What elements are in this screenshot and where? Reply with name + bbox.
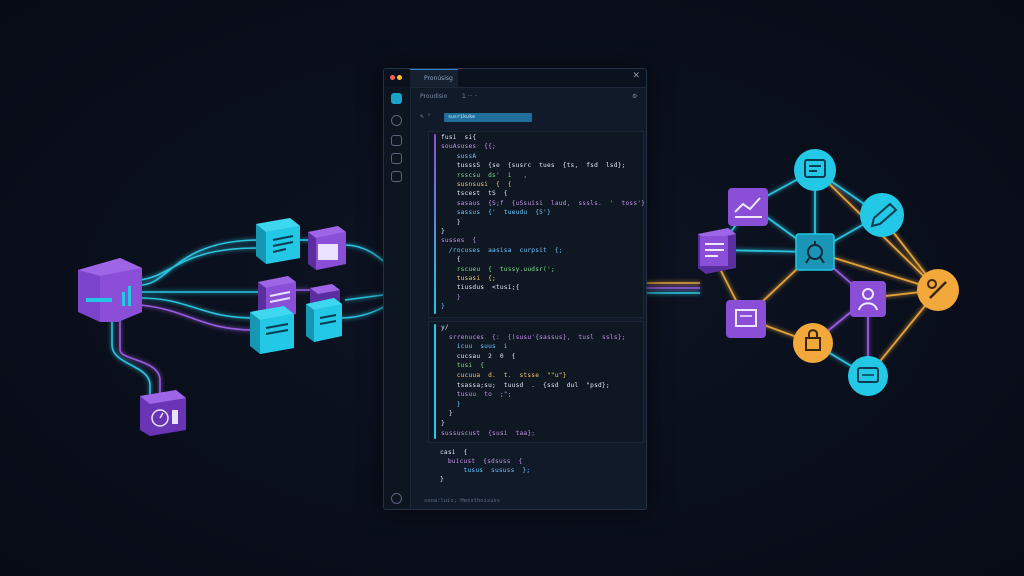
- document-cube-6: [306, 298, 342, 342]
- right-flow-lines: [646, 282, 700, 294]
- gear-icon[interactable]: ⚙: [632, 93, 638, 100]
- breadcrumb: Proudisio 1 ᐧᐧᐧ ᐧᐧ ⚙: [410, 87, 646, 107]
- screen-icon: [848, 356, 888, 396]
- document-cube-2: [308, 226, 346, 270]
- code-line[interactable]: }: [441, 410, 453, 418]
- activity-bar: [384, 87, 411, 509]
- code-line[interactable]: fusi si{: [441, 134, 477, 141]
- code-line[interactable]: susnsusi { {: [441, 181, 512, 188]
- toolbar: ✎ ᶠ susrikuke: [410, 109, 646, 125]
- code-line[interactable]: }: [441, 420, 445, 427]
- code-line[interactable]: sassus {' tueudu {5'}: [441, 209, 551, 217]
- source-control-icon[interactable]: [391, 135, 402, 146]
- code-line[interactable]: tusssS {se {susrc tues {ts, fsd lsd};: [441, 162, 626, 170]
- status-bar: sxoa:luis; Hessthoisuss: [410, 493, 646, 509]
- search-icon[interactable]: [391, 115, 402, 126]
- settings-gear-icon[interactable]: [391, 493, 402, 504]
- code-line[interactable]: rsscsu ds' i ,: [441, 171, 528, 179]
- chart-bar-icon: [78, 258, 142, 322]
- window-minimize-dot[interactable]: [397, 75, 402, 80]
- editor-tab-title: Pronúsisg: [424, 75, 453, 82]
- code-line[interactable]: {: [441, 256, 461, 264]
- code-line[interactable]: }: [441, 293, 461, 301]
- code-line[interactable]: susses {: [441, 237, 477, 245]
- status-text: sxoa:luis; Hessthoisuss: [424, 498, 501, 504]
- document-cube-5: [250, 306, 294, 354]
- code-line[interactable]: casi {: [440, 449, 468, 456]
- code-line[interactable]: souAsuses {{;: [441, 143, 496, 151]
- search-input[interactable]: susrikuke: [444, 113, 532, 122]
- toolbar-left[interactable]: ✎ ᶠ: [420, 113, 431, 120]
- breadcrumb-left[interactable]: Proudisio: [420, 93, 448, 100]
- code-line[interactable]: }: [441, 218, 461, 226]
- code-line[interactable]: cucuua d. t. stsse ""u"}: [441, 372, 567, 379]
- code-line[interactable]: }: [440, 476, 444, 483]
- code-line[interactable]: tusi {: [441, 362, 485, 370]
- clock-icon: [140, 390, 186, 436]
- code-line[interactable]: buicust {sdsuss {: [440, 458, 523, 465]
- code-line[interactable]: tscest tS {: [441, 190, 508, 198]
- code-line[interactable]: sussA: [441, 152, 477, 160]
- extensions-icon[interactable]: [391, 171, 402, 182]
- code-line[interactable]: }: [441, 228, 445, 235]
- code-line[interactable]: tusasi {;: [441, 275, 496, 282]
- code-line[interactable]: sussuscust {susi taa};: [441, 429, 536, 437]
- code-line[interactable]: /rocuses aasisa curpsit {;: [441, 246, 563, 254]
- document-cube-1: [256, 218, 300, 264]
- code-editor-window: Pronúsisg ✕ Proudisio 1 ᐧᐧᐧ ᐧᐧ ⚙ ✎ ᶠ sus…: [383, 68, 647, 510]
- lock-icon: [793, 323, 833, 363]
- explorer-icon[interactable]: [391, 93, 402, 104]
- window-close-dot[interactable]: [390, 75, 395, 80]
- breadcrumb-mid[interactable]: 1 ᐧᐧᐧ ᐧᐧ: [462, 93, 478, 100]
- code-line[interactable]: icuu suus i: [441, 343, 508, 351]
- pencil-icon: [860, 193, 904, 237]
- code-line[interactable]: y/: [441, 324, 449, 331]
- code-line[interactable]: sasaus {S;f {uSsuisi laud, sssls. ' toss…: [441, 199, 646, 207]
- close-icon[interactable]: ✕: [632, 71, 640, 81]
- user-icon: [850, 281, 886, 317]
- network-icon: [795, 233, 835, 271]
- code-gutter: [434, 324, 436, 439]
- code-pane-mid: y/ srrenuces {: {(susu'{sassus}, tusl ss…: [428, 321, 644, 443]
- tools-icon: [917, 269, 959, 311]
- code-line[interactable]: tiusdus <tusi;{: [441, 284, 520, 292]
- document-icon: [698, 228, 736, 274]
- code-line[interactable]: }: [441, 303, 445, 311]
- chart-icon: [728, 188, 768, 226]
- code-line[interactable]: srrenuces {: {(susu'{sassus}, tusl ssls}…: [441, 333, 626, 341]
- code-pane-bottom: casi { buicust {sdsuss { tusus sususs };…: [428, 447, 642, 487]
- window-titlebar: Pronúsisg ✕: [384, 69, 646, 88]
- code-line[interactable]: cucsau 2 0 {: [441, 352, 516, 360]
- code-gutter: [434, 134, 436, 314]
- debug-icon[interactable]: [391, 153, 402, 164]
- editor-tab[interactable]: Pronúsisg: [410, 69, 458, 87]
- message-icon: [794, 149, 836, 191]
- code-pane-top: fusi si{ souAsuses {{; sussA tusssS {se {…: [428, 131, 646, 318]
- code-line[interactable]: rscueu { tussy.uudsr(';: [441, 265, 555, 273]
- code-line[interactable]: tsassa;su; tuusd . {ssd dul "psd};: [441, 381, 610, 389]
- code-line[interactable]: }: [441, 400, 461, 408]
- monitor-icon: [726, 300, 766, 338]
- code-line[interactable]: tusuu to ;";: [441, 391, 512, 399]
- code-line[interactable]: tusus sususs };: [440, 467, 531, 474]
